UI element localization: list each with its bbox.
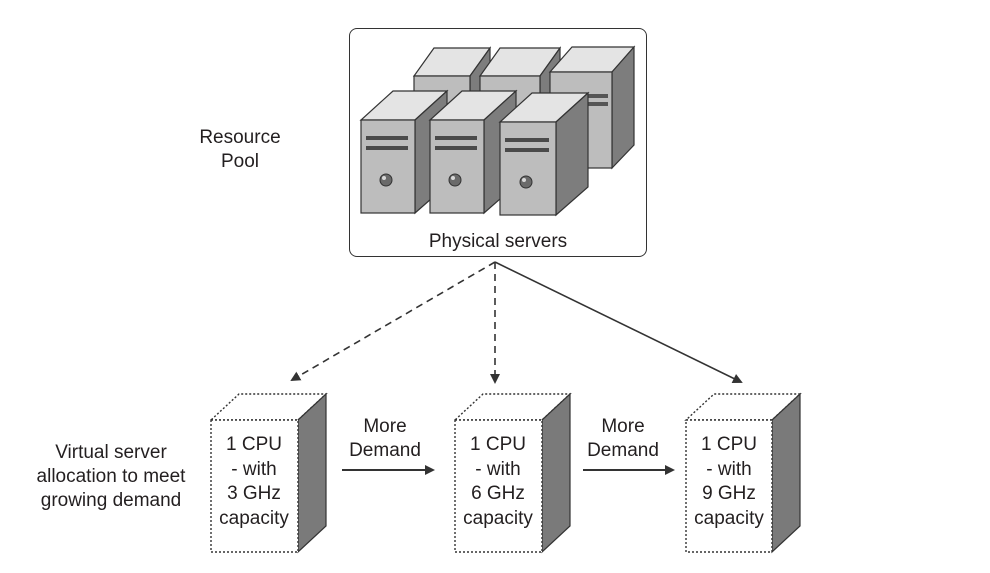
server-icon-front-3 [498,91,590,217]
virtual-label-line: allocation to meet [36,466,186,487]
more-demand-line: More [363,416,407,437]
vm-text-line: - with [475,458,521,480]
vm-text-line: 3 GHz [227,483,281,504]
resource-pool-label: Resource Pool [180,126,300,174]
virtual-label-line: growing demand [40,490,182,511]
vm-text-line: 9 GHz [702,483,756,504]
dashed-arrow-to-vm-1 [290,261,496,382]
vm-text-line: capacity [694,507,764,529]
vm-text-line: 1 CPU [701,434,757,455]
virtual-server-box-3 [684,392,802,554]
more-demand-line: Demand [349,440,421,461]
solid-arrow-to-vm-3 [494,261,743,383]
vm-text-line: capacity [463,507,533,529]
physical-servers-label: Physical servers [428,231,568,252]
vm-text-line: 1 CPU [470,434,526,455]
resource-pool-box [349,28,647,257]
vm-3-capacity-text: 1 CPU - with 9 GHz capacity [686,433,772,531]
virtual-server-box-1 [209,392,328,554]
more-demand-line: More [601,416,645,437]
more-demand-line: Demand [587,440,659,461]
virtual-server-box-2 [453,392,572,554]
vm-text-line: - with [706,458,752,480]
resource-pool-label-line: Resource [199,127,281,148]
more-demand-label-2: More Demand [573,415,673,463]
resource-pool-label-line: Pool [220,151,260,172]
more-demand-label-1: More Demand [335,415,435,463]
vm-text-line: capacity [219,507,289,529]
virtual-label-line: Virtual server [55,442,167,463]
vm-text-line: - with [231,458,277,480]
vm-2-capacity-text: 1 CPU - with 6 GHz capacity [455,433,541,531]
virtual-server-allocation-label: Virtual server allocation to meet growin… [16,441,206,513]
vm-text-line: 1 CPU [226,434,282,455]
vm-1-capacity-text: 1 CPU - with 3 GHz capacity [211,433,297,531]
vm-text-line: 6 GHz [471,483,525,504]
